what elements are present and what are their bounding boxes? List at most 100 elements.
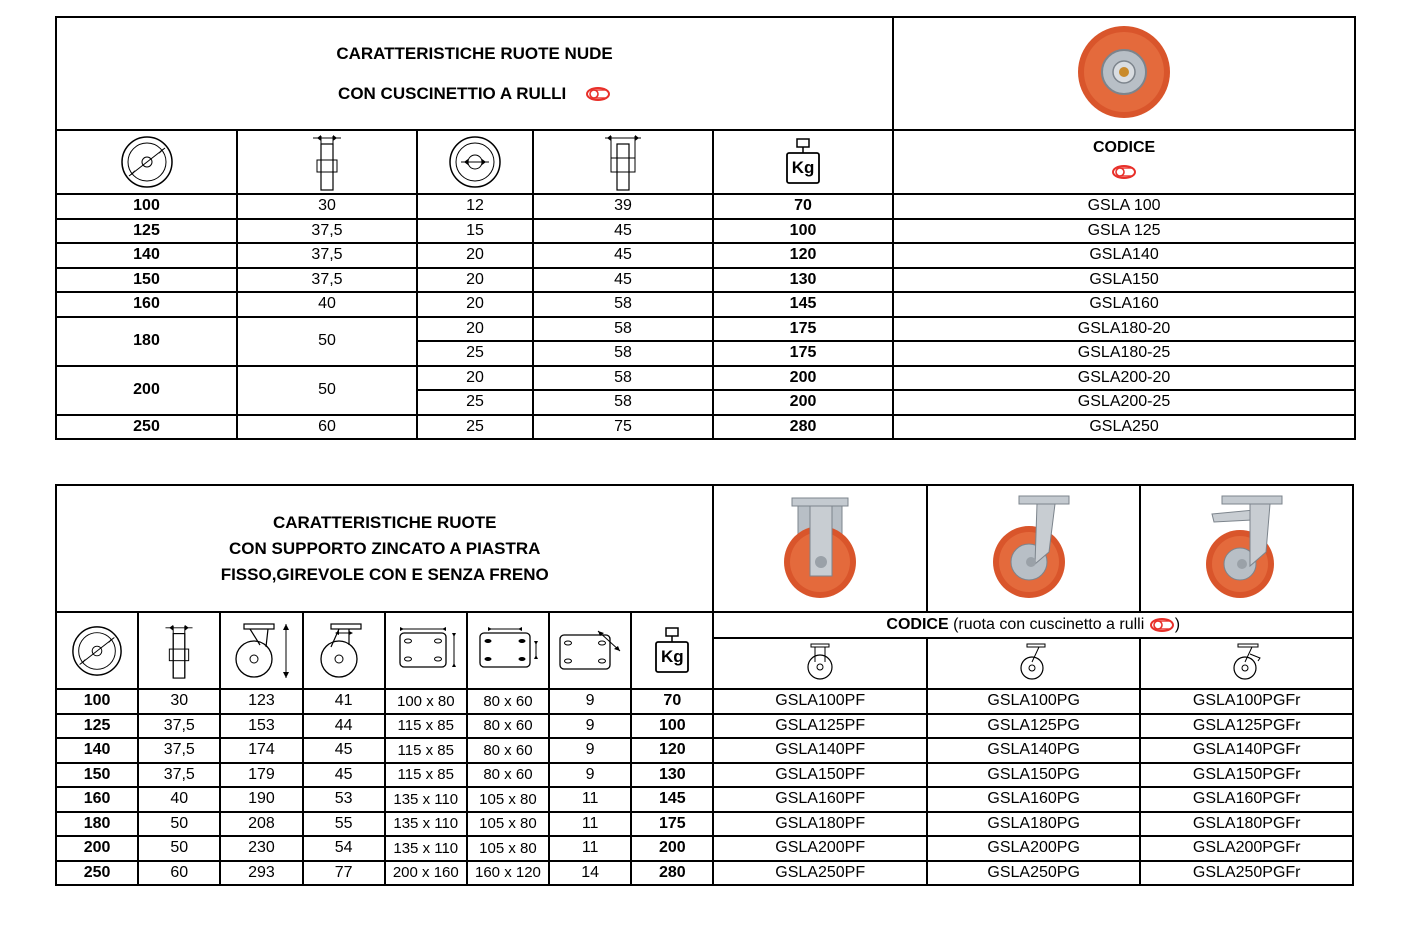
cell-hub-length: 58 [532,315,714,342]
cell-code-fixed: GSLA100PF [712,688,928,715]
cell-width: 30 [137,688,222,715]
cell-bolt: 9 [548,761,633,788]
cell-code-swivel: GSLA140PG [925,737,1142,764]
cell-hub-length: 45 [532,217,714,244]
cell-offset: 45 [301,737,386,764]
hub-length-icon [601,132,645,192]
swivel-caster-photo-cell [925,484,1142,613]
cell-width: 37,5 [137,761,222,788]
kg-weight-icon: Kg [783,137,823,187]
swivel-caster-icon-cell [925,637,1142,690]
cell-code-fixed: GSLA140PF [712,737,928,764]
cell-hub-length: 45 [532,242,714,269]
cell-bolt: 9 [548,712,633,739]
bolt-hole-icon [554,627,626,675]
cell-diameter: 125 [54,712,140,739]
cell-width: 37,5 [236,266,418,293]
cell-plate: 115 x 85 [383,761,468,788]
cell-holes: 80 x 60 [465,737,551,764]
cell-load: 200 [711,364,895,391]
roller-bearing-icon [585,86,611,102]
cell-width: 37,5 [236,242,418,269]
cell-width: 50 [236,364,418,416]
cell-load: 200 [711,389,895,416]
cell-code-brake: GSLA200PGFr [1139,835,1354,862]
cell-hub: 20 [416,364,534,391]
cell-diameter: 140 [54,737,140,764]
cell-diameter: 150 [55,266,238,293]
cell-code: GSLA150 [892,266,1357,293]
load-icon-cell: Kg [711,129,895,195]
cell-hub: 25 [416,413,534,440]
cell-diameter: 100 [55,193,238,220]
title-line-2: CON SUPPORTO ZINCATO A PIASTRA [229,538,541,558]
swivel-caster-photo [992,495,1070,598]
cell-holes: 80 x 60 [465,761,551,788]
cell-load: 200 [630,835,715,862]
cell-hub: 20 [416,315,534,342]
bare-wheel-photo-cell [892,16,1357,131]
cell-hub: 20 [416,242,534,269]
cell-offset: 44 [301,712,386,739]
cell-plate: 115 x 85 [383,737,468,764]
cell-height: 179 [219,761,304,788]
cell-diameter: 250 [55,413,238,440]
cell-diameter: 160 [54,786,140,813]
bare-wheels-title: CARATTERISTICHE RUOTE NUDE CON CUSCINETT… [58,41,891,107]
cell-plate: 135 x 110 [383,835,468,862]
cell-code: GSLA140 [892,242,1357,269]
cell-plate: 100 x 80 [383,688,468,715]
cell-plate: 115 x 85 [383,712,468,739]
bare-wheels-title-cell: CARATTERISTICHE RUOTE NUDE CON CUSCINETT… [54,16,895,131]
cell-load: 100 [630,712,715,739]
caster-height-icon [226,621,296,681]
cell-width: 60 [236,413,418,440]
wheel-width-icon [307,132,347,192]
hub-length-icon-cell [532,129,714,195]
title-line-1: CARATTERISTICHE RUOTE NUDE [336,43,613,63]
cell-load: 120 [630,737,715,764]
cell-height: 293 [219,859,304,886]
braked-caster-icon-cell [1139,637,1354,690]
cell-width: 60 [137,859,222,886]
cell-hub: 12 [416,193,534,220]
cell-plate: 135 x 110 [383,810,468,837]
cell-diameter: 180 [54,810,140,837]
cell-code-swivel: GSLA100PG [925,688,1142,715]
caster-offset-icon-cell [301,611,386,690]
cell-bolt: 11 [548,786,633,813]
load-icon-cell: Kg [630,611,715,690]
wheel-width-icon-cell [236,129,418,195]
cell-hub: 25 [416,389,534,416]
cell-diameter: 160 [55,291,238,318]
cell-load: 175 [711,315,895,342]
cell-hub: 20 [416,291,534,318]
codice-label: CODICE [1092,139,1156,156]
cell-bolt: 9 [548,737,633,764]
cell-bolt: 11 [548,810,633,837]
wheel-diameter-icon [119,134,175,190]
cell-hub: 25 [416,340,534,367]
cell-hub: 20 [416,266,534,293]
cell-load: 175 [711,340,895,367]
cell-code: GSLA 125 [892,217,1357,244]
codice-note: (ruota con cuscinetto a rulli [948,616,1149,634]
fixed-caster-icon [805,642,835,682]
cell-holes: 80 x 60 [465,712,551,739]
kg-label: Kg [791,158,815,177]
braked-caster-photo [1205,495,1283,598]
cell-code-fixed: GSLA125PF [712,712,928,739]
bare-wheel-photo [1078,25,1171,118]
cell-diameter: 125 [55,217,238,244]
cell-diameter: 180 [55,315,238,367]
hub-bore-icon [447,134,503,190]
cell-height: 174 [219,737,304,764]
cell-diameter: 250 [54,859,140,886]
